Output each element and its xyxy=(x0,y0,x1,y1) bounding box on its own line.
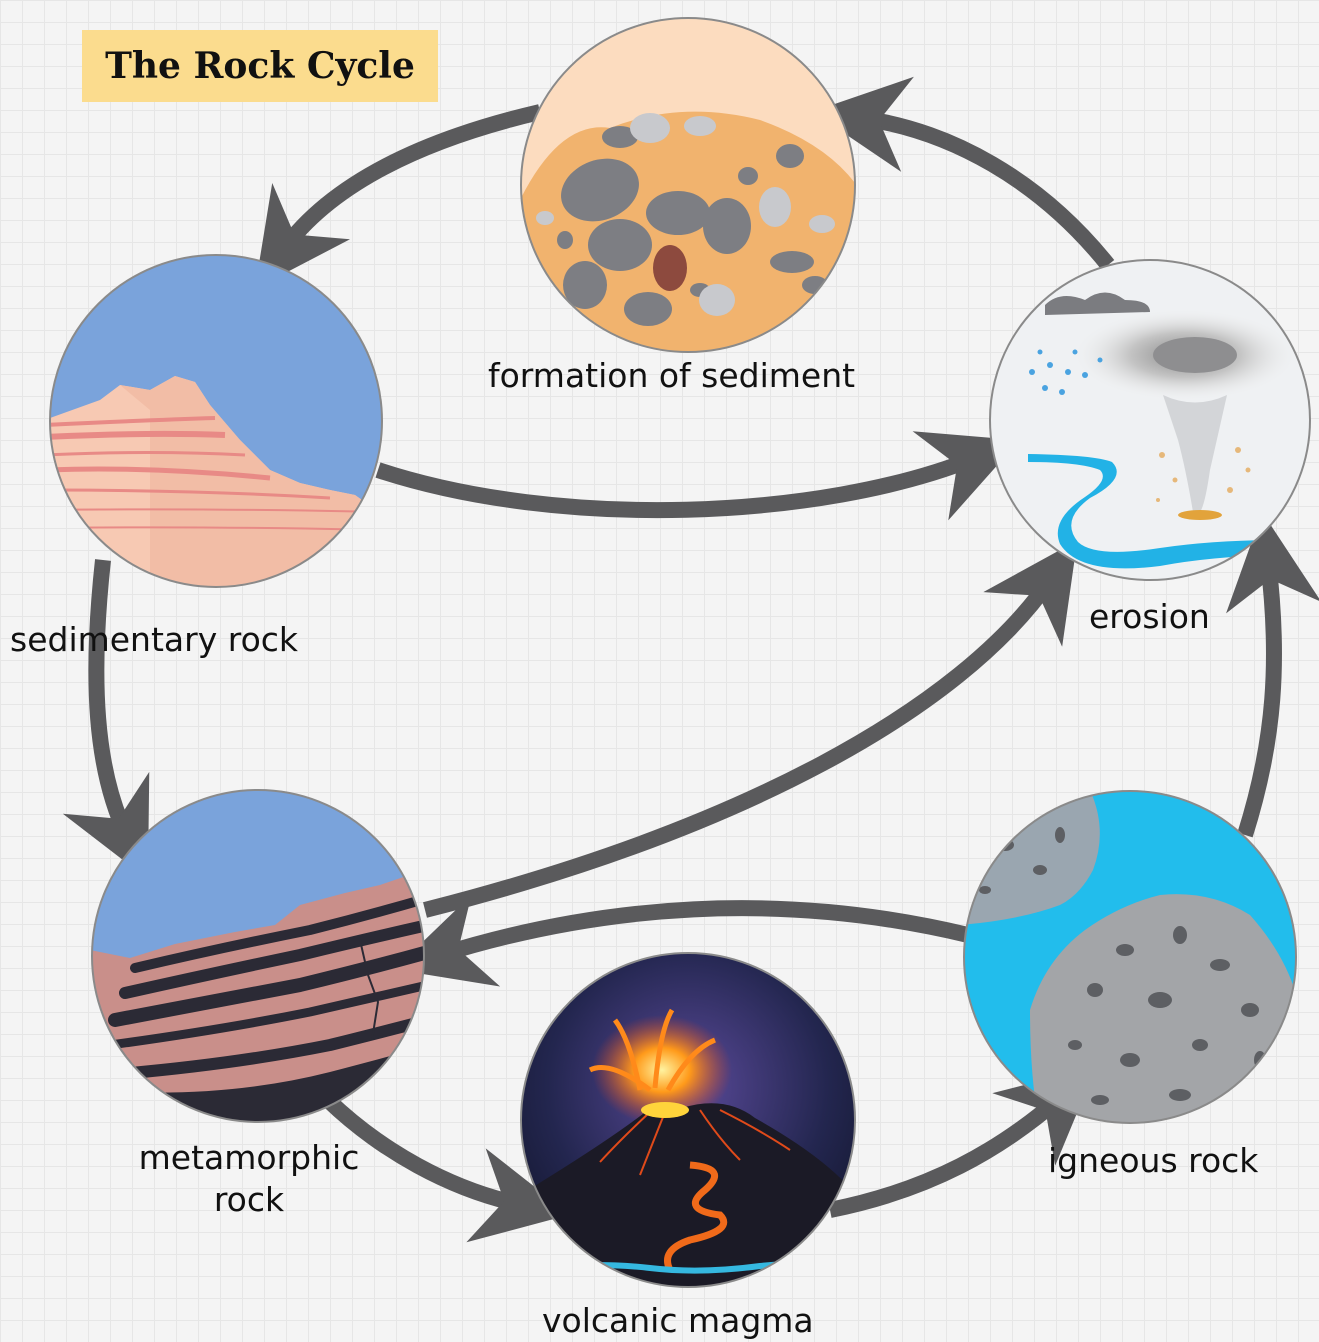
label-metamorphic-rock: metamorphic rock xyxy=(138,1137,360,1221)
arrow-erosion-to-sediment xyxy=(860,118,1108,265)
sedimentary-rock-illustration xyxy=(40,255,390,600)
arrow-metamorphic-to-erosion xyxy=(425,580,1050,910)
arrow-magma-to-igneous xyxy=(830,1098,1060,1210)
label-formation-of-sediment: formation of sediment xyxy=(488,355,855,397)
arrow-sedimentary-to-erosion xyxy=(378,458,975,510)
title-box: The Rock Cycle xyxy=(82,30,438,102)
label-volcanic-magma: volcanic magma xyxy=(542,1300,814,1342)
volcanic-magma-illustration xyxy=(520,953,860,1300)
metamorphic-rock-illustration xyxy=(90,790,430,1130)
sediment-illustration xyxy=(520,18,860,360)
label-metamorphic-line1: metamorphic xyxy=(138,1137,360,1179)
label-metamorphic-line2: rock xyxy=(138,1179,360,1221)
label-erosion: erosion xyxy=(1089,596,1210,638)
igneous-rock-illustration xyxy=(960,790,1300,1130)
arrow-sedimentary-to-metamorphic xyxy=(96,560,127,836)
arrow-sediment-to-sedimentary xyxy=(283,112,540,250)
erosion-illustration xyxy=(990,260,1310,580)
arrow-igneous-to-metamorphic xyxy=(440,908,968,955)
label-sedimentary-rock: sedimentary rock xyxy=(10,619,298,661)
diagram-title: The Rock Cycle xyxy=(105,45,415,87)
label-igneous-rock: igneous rock xyxy=(1048,1140,1258,1182)
arrow-igneous-to-erosion xyxy=(1245,560,1274,835)
